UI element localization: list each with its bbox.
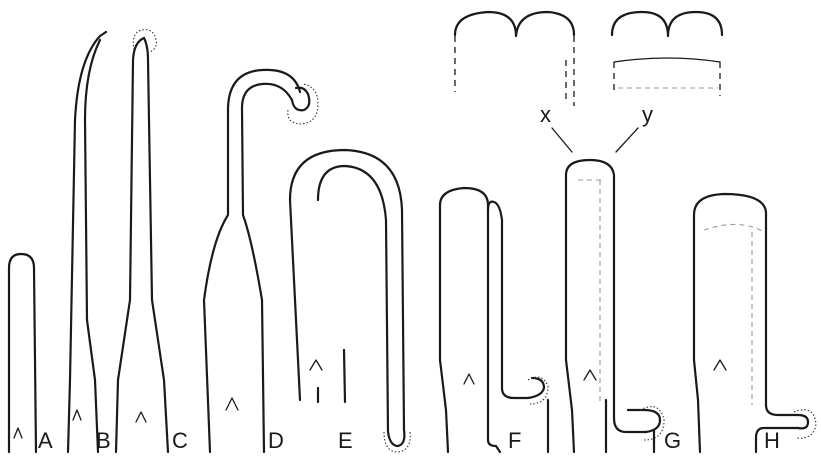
inset-y: y <box>612 12 722 152</box>
label-f: F <box>508 428 521 453</box>
pointer-x <box>552 128 572 152</box>
specimen-f: F <box>440 188 548 453</box>
label-g: G <box>664 428 681 453</box>
specimen-e: E <box>290 150 410 453</box>
specimen-h: H <box>694 194 816 453</box>
label-h: H <box>764 428 780 453</box>
pointer-y <box>616 128 638 152</box>
label-x: x <box>540 102 551 127</box>
label-a: A <box>38 428 53 453</box>
specimen-d: D <box>204 70 318 453</box>
specimen-g: G <box>566 160 681 453</box>
specimen-b: B <box>68 32 111 453</box>
inset-x: x <box>455 12 574 152</box>
specimen-c: C <box>116 30 188 453</box>
label-d: D <box>268 428 284 453</box>
label-y: y <box>642 102 653 127</box>
label-b: B <box>96 428 111 453</box>
label-e: E <box>338 428 353 453</box>
label-c: C <box>172 428 188 453</box>
specimen-a: A <box>9 254 53 453</box>
